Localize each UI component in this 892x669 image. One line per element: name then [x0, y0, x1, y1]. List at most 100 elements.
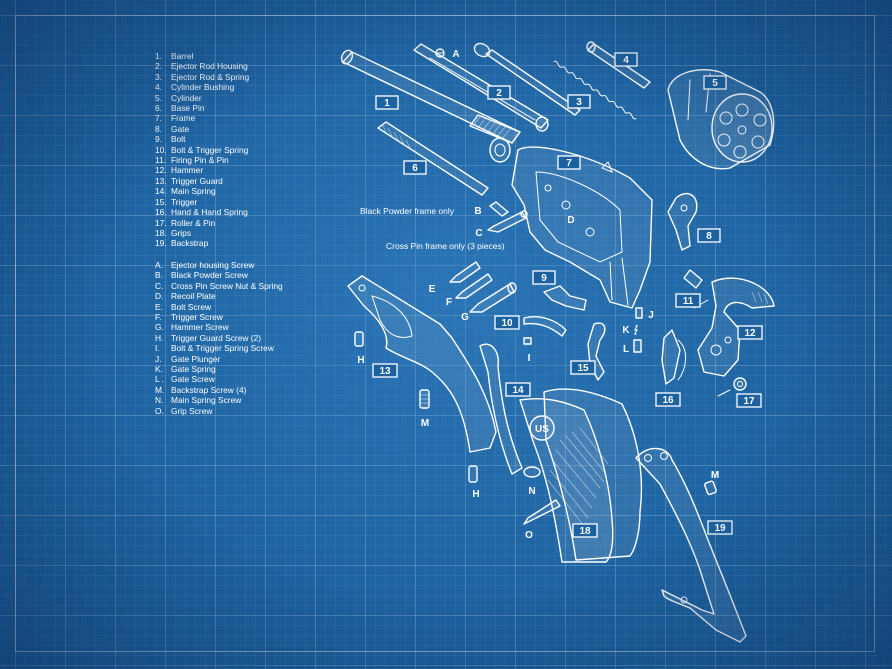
legend-key: 4.	[155, 82, 162, 93]
legend-item: N.Main Spring Screw	[155, 395, 283, 405]
letter-m-right: M	[711, 470, 719, 481]
legend-item: H.Trigger Guard Screw (2)	[155, 333, 283, 343]
legend-key: A.	[155, 260, 163, 270]
svg-text:6: 6	[412, 163, 418, 174]
legend-key: D.	[155, 291, 164, 302]
svg-text:2: 2	[496, 88, 502, 99]
hammer-screw	[469, 282, 517, 313]
legend-key: 12.	[155, 165, 167, 176]
legend-label: Trigger Screw	[171, 312, 223, 323]
cross-pin-note: Cross Pin frame only (3 pieces)	[386, 241, 505, 251]
legend-key: 14.	[155, 186, 167, 197]
backstrap-part	[635, 447, 747, 643]
callout-17: 17	[736, 393, 762, 408]
grips-part: US	[519, 388, 643, 563]
legend-label: Hammer Screw	[171, 322, 229, 333]
svg-text:19: 19	[714, 523, 726, 534]
legend-label: Grip Screw	[171, 405, 213, 416]
callout-13: 13	[372, 363, 398, 378]
legend-item: 14. Main Spring	[155, 186, 249, 196]
ejector-housing-screw	[435, 48, 445, 58]
legend-key: 3.	[155, 71, 162, 82]
legend-key: O.	[155, 405, 164, 416]
callout-15: 15	[570, 360, 596, 375]
letter-g: G	[461, 312, 469, 323]
legend-key: 6.	[155, 103, 162, 114]
bolt-screw	[449, 261, 481, 283]
frame-part	[511, 146, 653, 309]
legend-item: 3. Ejector Rod & Spring	[155, 72, 249, 82]
legend-key: M.	[155, 384, 165, 395]
legend-item: B.Black Powder Screw	[155, 270, 283, 280]
main-spring-screw	[523, 466, 541, 478]
legend-item: 12.Hammer	[155, 165, 249, 175]
letter-j: J	[648, 310, 654, 321]
legend-item: K. Gate Spring	[155, 364, 283, 374]
ejector-rod-part	[473, 42, 637, 120]
sheet-border	[15, 15, 875, 652]
callout-1: 1	[375, 95, 399, 110]
legend-label: Trigger	[171, 196, 198, 207]
trigger-screw	[455, 273, 493, 299]
legend-item: C.Cross Pin Screw Nut & Spring	[155, 281, 283, 291]
letter-h-bottom: H	[472, 489, 479, 500]
letter-b: B	[474, 206, 481, 217]
letter-o: O	[525, 530, 533, 541]
legend-key: 2.	[155, 61, 162, 72]
legend-label: Black Powder Screw	[171, 270, 248, 281]
roller-part	[717, 377, 747, 397]
legend-item: O. Grip Screw	[155, 406, 283, 416]
legend-item: 18.Grips	[155, 228, 249, 238]
letter-n: N	[528, 486, 535, 497]
legend-label: Grips	[171, 227, 192, 238]
legend-item: 6. Base Pin	[155, 103, 249, 113]
legend-item: G.Hammer Screw	[155, 322, 283, 332]
legend-label: Bolt & Trigger Spring	[171, 144, 249, 155]
callout-8: 8	[697, 228, 721, 243]
legend-label: Roller & Pin	[171, 217, 216, 228]
legend-item: 13.Trigger Guard	[155, 176, 249, 186]
legend-label: Base Pin	[171, 103, 205, 114]
legend-item: 17.Roller & Pin	[155, 218, 249, 228]
legend-key: 5.	[155, 92, 162, 103]
letter-c: C	[475, 228, 482, 239]
callout-3: 3	[567, 94, 591, 109]
legend-key: 7.	[155, 113, 162, 124]
legend-item: 9.Bolt	[155, 134, 249, 144]
letter-i: I	[528, 353, 531, 364]
legend-key: 11.	[155, 155, 167, 166]
legend-key: N.	[155, 395, 164, 406]
backstrap-screw-left	[419, 389, 430, 409]
legend-label: Ejector housing Screw	[171, 260, 255, 270]
legend-key: L .	[155, 374, 165, 385]
legend-label: Gate Plunger	[171, 353, 221, 364]
letter-d: D	[567, 215, 574, 226]
svg-text:9: 9	[541, 273, 547, 284]
black-powder-note: Black Powder frame only	[360, 206, 455, 216]
legend-key: 13.	[155, 175, 167, 186]
legend-item: A. Ejector housing Screw	[155, 260, 283, 270]
legend-label: Ejector Rod & Spring	[171, 71, 250, 82]
legend-key: E.	[155, 301, 163, 312]
svg-text:10: 10	[501, 318, 513, 329]
legend-label: Ejector Rod Housing	[171, 61, 248, 72]
legend-label: Main Spring	[171, 186, 216, 197]
legend-item: 1.Barrel	[155, 51, 249, 61]
letter-h-top: H	[357, 355, 364, 366]
hand-part	[661, 329, 686, 385]
legend-label: Gate Spring	[171, 364, 216, 375]
hammer-part	[697, 277, 775, 377]
legend-item: 7.Frame	[155, 113, 249, 123]
letter-e: E	[429, 284, 436, 295]
legend-key: K.	[155, 364, 163, 375]
letter-a: A	[452, 49, 459, 60]
callout-5: 5	[703, 75, 727, 90]
gate-plunger	[635, 307, 643, 319]
legend-item: 19.Backstrap	[155, 238, 249, 248]
cross-pin-screw	[487, 210, 528, 233]
legend-item: E.Bolt Screw	[155, 302, 283, 312]
legend-key: 9.	[155, 134, 162, 145]
legend-label: Gate Screw	[171, 374, 215, 385]
